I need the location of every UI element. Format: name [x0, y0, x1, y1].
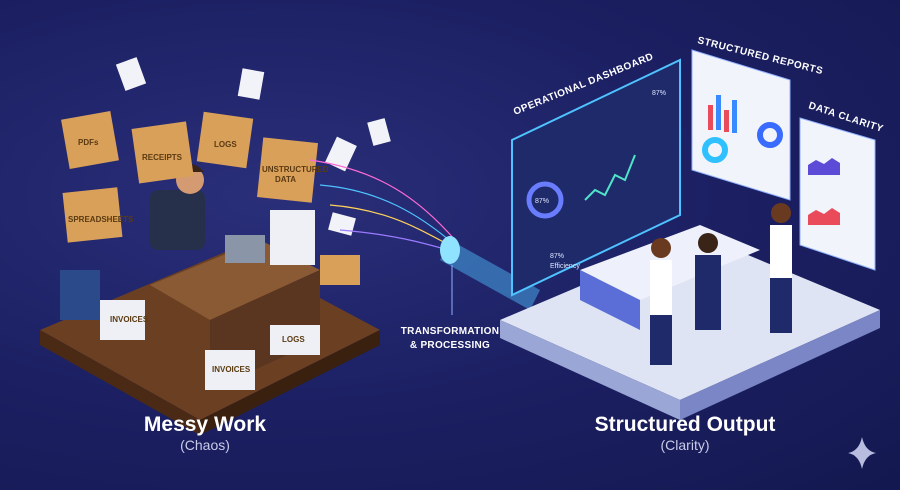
- efficiency-label: Efficiency: [550, 263, 580, 270]
- receipts-tag: RECEIPTS: [142, 153, 183, 162]
- laptop: [225, 235, 265, 263]
- unstructured-tag-2: DATA: [275, 175, 296, 184]
- kpi-3: 87%: [652, 90, 666, 97]
- middle-line-1: TRANSFORMATION: [400, 326, 500, 337]
- middle-caption: TRANSFORMATION & PROCESSING: [380, 325, 520, 353]
- team-members: [650, 203, 792, 365]
- invoices-tag-2: INVOICES: [212, 365, 251, 374]
- right-title: Structured Output: [594, 413, 776, 436]
- left-subtitle: (Chaos): [180, 437, 230, 453]
- folders: PDFs RECEIPTS LOGS UNSTRUCTURED DATA SPR…: [61, 111, 329, 374]
- messy-desk-platform: [40, 240, 380, 435]
- flying-papers: [115, 57, 391, 236]
- pdfs-tag: PDFs: [78, 138, 99, 147]
- left-caption: Messy Work (Chaos): [100, 413, 310, 453]
- unstructured-tag: UNSTRUCTURED: [262, 165, 329, 174]
- data-streams: [309, 159, 456, 253]
- logs-tag: LOGS: [214, 140, 237, 149]
- right-caption: Structured Output (Clarity): [560, 413, 810, 453]
- clarity-screen: [799, 117, 876, 271]
- logs-tag-2: LOGS: [282, 335, 305, 344]
- sparkle-icon: [848, 437, 876, 469]
- reports-screen: [691, 49, 791, 201]
- kpi-2: 87%: [550, 253, 564, 260]
- left-title: Messy Work: [143, 413, 267, 436]
- right-subtitle: (Clarity): [660, 437, 710, 453]
- kpi-1: 87%: [535, 198, 549, 205]
- dashboard-screen: 87% 87% 87% Efficiency: [511, 58, 681, 297]
- middle-line-2: & PROCESSING: [409, 340, 491, 351]
- spreadsheets-tag: SPREADSHEETS: [68, 215, 134, 224]
- invoices-tag: INVOICES: [110, 315, 149, 324]
- document-piles: [60, 210, 360, 390]
